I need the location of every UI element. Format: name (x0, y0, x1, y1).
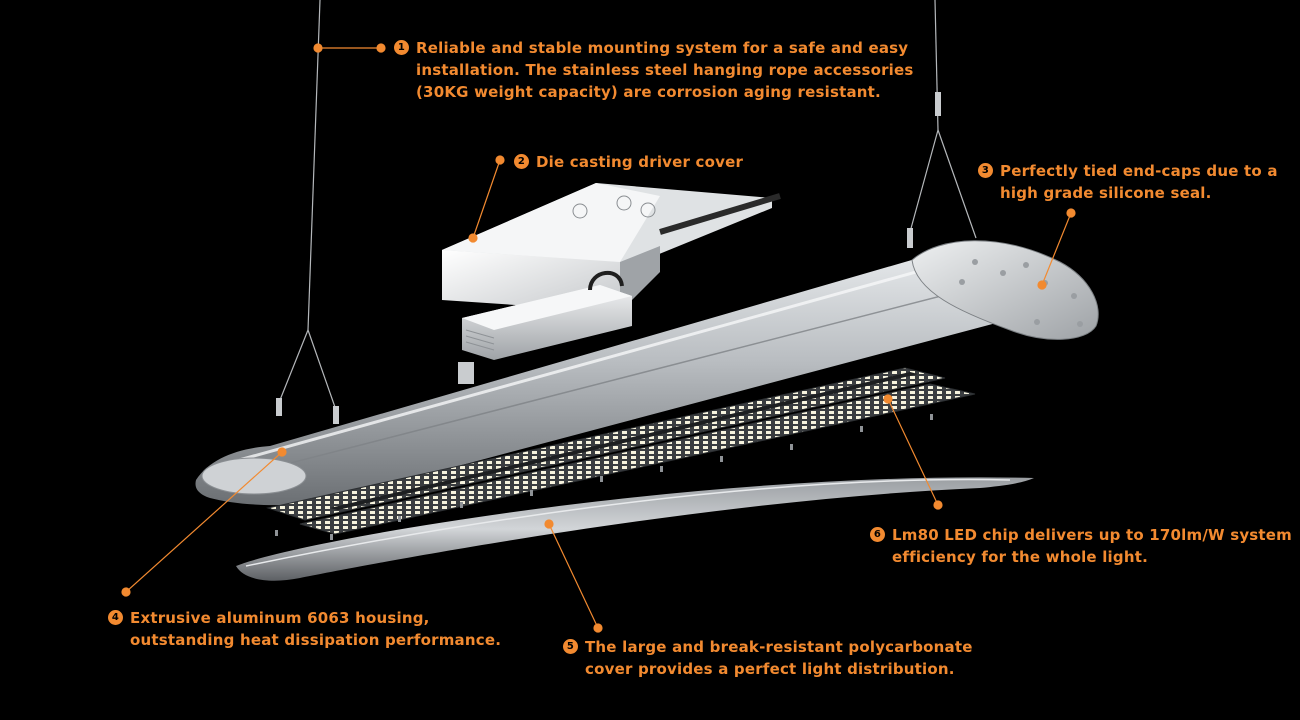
callout-text-line: Extrusive aluminum 6063 housing, (130, 609, 430, 627)
callout-number-badge: 3 (978, 163, 993, 178)
led-driver (458, 270, 632, 384)
callout-mounting-system: 1 Reliable and stable mounting system fo… (394, 37, 914, 103)
callout-text-line: efficiency for the whole light. (892, 548, 1148, 566)
callout-text-line: (30KG weight capacity) are corrosion agi… (416, 83, 881, 101)
callout-text-line: cover provides a perfect light distribut… (585, 660, 955, 678)
callout-number-badge: 2 (514, 154, 529, 169)
callout-text-line: The large and break-resistant polycarbon… (585, 638, 973, 656)
callout-text-line: installation. The stainless steel hangin… (416, 61, 914, 79)
callout-number-badge: 4 (108, 610, 123, 625)
callout-end-caps: 3 Perfectly tied end-caps due to a high … (978, 160, 1278, 204)
callout-text-line: outstanding heat dissipation performance… (130, 631, 502, 649)
left-wire-clip-a (276, 398, 282, 416)
callout-led-chip: 6 Lm80 LED chip delivers up to 170lm/W s… (870, 524, 1292, 568)
callout-number-badge: 6 (870, 527, 885, 542)
callout-number-badge: 1 (394, 40, 409, 55)
led-boards (266, 367, 976, 535)
callout-text-line: Lm80 LED chip delivers up to 170lm/W sys… (892, 526, 1292, 544)
callout-driver-cover: 2 Die casting driver cover (514, 151, 743, 173)
callout-polycarbonate-cover: 5 The large and break-resistant polycarb… (563, 636, 973, 680)
left-hanging-wire (279, 0, 337, 411)
callout-text-line: high grade silicone seal. (1000, 184, 1212, 202)
right-wire-clip-b (907, 228, 913, 248)
right-hanging-wire (909, 0, 977, 239)
left-wire-clip-b (333, 406, 339, 424)
callout-leaders (121, 43, 1076, 633)
aluminum-housing (195, 244, 1030, 506)
polycarbonate-cover (236, 477, 1034, 581)
callout-number-badge: 5 (563, 639, 578, 654)
callout-aluminum-housing: 4 Extrusive aluminum 6063 housing, outst… (108, 607, 501, 651)
right-wire-clip-a (935, 92, 941, 116)
board-screws (275, 414, 933, 540)
callout-text-line: Die casting driver cover (536, 153, 744, 171)
callout-text-line: Perfectly tied end-caps due to a (1000, 162, 1278, 180)
callout-text-line: Reliable and stable mounting system for … (416, 39, 909, 57)
